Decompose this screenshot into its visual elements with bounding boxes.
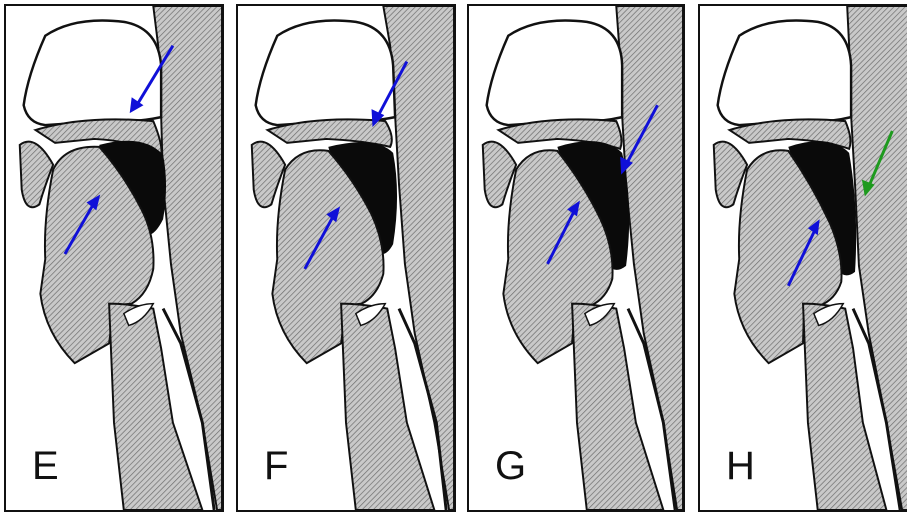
vocal-tract-diagram <box>6 6 222 510</box>
nasal-cavity <box>256 21 395 126</box>
panel-h: H <box>698 4 907 512</box>
nasal-cavity <box>24 21 161 126</box>
panel-f: F <box>236 4 456 512</box>
vocal-tract-diagram <box>700 6 907 510</box>
vocal-tract-diagram <box>469 6 683 510</box>
panel-label: F <box>264 446 288 486</box>
panel-label: E <box>32 446 59 486</box>
vocal-tract-diagram <box>238 6 454 510</box>
nasal-cavity <box>718 21 851 126</box>
panel-g: G <box>467 4 685 512</box>
panel-label: H <box>726 446 755 486</box>
nasal-cavity <box>487 21 622 126</box>
panel-label: G <box>495 446 526 486</box>
panel-e: E <box>4 4 224 512</box>
